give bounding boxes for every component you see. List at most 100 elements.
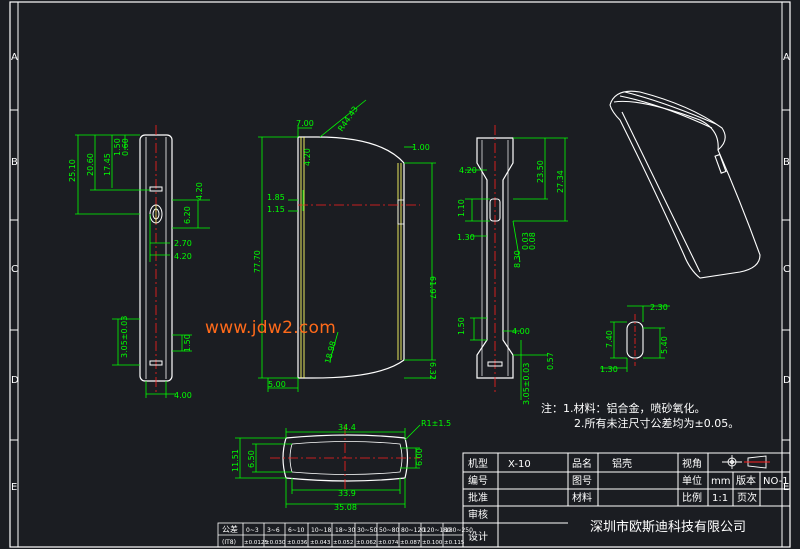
- tb-name-label: 品名: [572, 457, 592, 470]
- tol-sublabel: (IT8): [222, 539, 236, 546]
- slot-detail: 2.30 7.40 5.40 1.30: [600, 303, 670, 374]
- dim-1-30-detail: 1.30: [600, 365, 618, 374]
- title-block-text: 机型 X-10 品名 铝壳 视角 编号 图号 单位 mm 版本 NO-1 批准 …: [468, 457, 789, 543]
- isometric-top-edge: [613, 100, 719, 151]
- bottom-view-dim-lines: [235, 424, 421, 508]
- tb-drawing-label: 图号: [572, 475, 592, 487]
- tol-range: 120~180: [423, 527, 451, 534]
- bottom-view-inner: [289, 441, 403, 475]
- note-line-2: 2.所有未注尺寸公差均为±0.05。: [574, 417, 740, 430]
- front-view-outline: [297, 136, 405, 379]
- dim-7-40: 7.40: [605, 330, 614, 348]
- dim-0-57: 0.57: [546, 352, 555, 370]
- border-letter-a-right: A: [783, 52, 790, 63]
- dim-3-05-side: 3.05±0.03: [522, 363, 531, 405]
- tol-value: ±0.074: [378, 540, 399, 546]
- tol-value: ±0.030: [265, 540, 286, 546]
- left-view-slot-top: [149, 186, 163, 192]
- tb-material-label: 材料: [572, 491, 592, 504]
- dim-6-20: 6.20: [183, 206, 192, 224]
- dim-4-00: 4.00: [174, 391, 192, 400]
- border-letters-right: A B C D E: [783, 52, 791, 493]
- tb-company: 深圳市欧斯迪科技有限公司: [590, 519, 746, 535]
- border-letter-b-right: B: [783, 157, 790, 168]
- tol-range: 80~120: [401, 527, 425, 534]
- side-view-outline: [476, 137, 514, 379]
- left-view-slot-bottom: [149, 360, 163, 366]
- tb-review-label: 审核: [468, 508, 488, 521]
- tol-value: ±0.052: [333, 540, 353, 546]
- dim-4-20: 4.20: [174, 252, 192, 261]
- dim-r1: R1±1.5: [421, 419, 451, 428]
- dim-1-50-top: 1.50: [113, 138, 122, 156]
- side-view-slot: [489, 198, 501, 222]
- dim-6-32: 6.32: [428, 362, 437, 380]
- tol-value: ±0.115: [444, 540, 465, 546]
- frame-ticks: [10, 109, 790, 441]
- tol-range: 0~3: [246, 527, 259, 534]
- border-letter-d: D: [11, 375, 19, 386]
- tol-range: 6~10: [288, 527, 305, 534]
- front-view: 7.00 R44.43 1.00 4.20 1.85 1.15 77.70 61…: [253, 99, 437, 392]
- dim-4-20-side: 4.20: [459, 166, 477, 175]
- isometric-view: [609, 90, 761, 279]
- border-letter-e: E: [11, 482, 17, 493]
- dim-1-50-bottom: 1.50: [183, 334, 192, 352]
- tol-value: ±0.087: [400, 540, 421, 546]
- tb-name-value: 铝壳: [612, 457, 632, 470]
- isometric-side-edge: [621, 111, 701, 273]
- left-view-dim-lines: [75, 134, 210, 398]
- dim-1-10: 1.10: [457, 199, 466, 217]
- dim-2-30: 2.30: [650, 303, 668, 312]
- note-line-1: 注：1.材料：铝合金，喷砂氧化。: [541, 402, 706, 415]
- border-letter-c-right: C: [783, 264, 790, 275]
- tol-value: ±0.100: [422, 540, 443, 546]
- dim-23-50: 23.50: [536, 160, 545, 183]
- front-view-slot: [397, 199, 405, 225]
- tol-value: ±0.062: [356, 540, 376, 546]
- watermark: www.jdw2.com: [205, 318, 337, 338]
- dim-r44-43: R44.43: [336, 105, 360, 133]
- tol-label: 公差: [222, 524, 238, 534]
- dim-1-85: 1.85: [267, 193, 285, 202]
- left-view: 25.10 20.60 17.45 1.50 0.60 4.20 6.20 2.…: [68, 125, 210, 400]
- tolerance-table-text: 公差 (IT8) 0~3 3~6 6~10 10~18 18~30 30~50 …: [222, 524, 473, 546]
- tol-range: 50~80: [379, 527, 399, 534]
- dim-4-00-side: 4.00: [512, 327, 530, 336]
- dim-77-70: 77.70: [253, 250, 262, 273]
- dim-20-60: 20.60: [86, 153, 95, 176]
- tb-unit-value: mm: [711, 476, 730, 487]
- border-letters-left: A B C D E: [11, 52, 19, 493]
- dim-35-08: 35.08: [334, 503, 357, 512]
- tol-range: 180~250: [445, 527, 473, 534]
- dim-33-9: 33.9: [338, 489, 356, 498]
- isometric-inner-edge: [624, 91, 717, 125]
- drawing-frame: [9, 1, 791, 548]
- dim-11-51: 11.51: [231, 449, 240, 472]
- title-block-grid: [462, 452, 791, 548]
- tb-page-label: 页次: [737, 491, 757, 504]
- dim-25-10: 25.10: [68, 159, 77, 182]
- tb-model-value: X-10: [508, 459, 531, 470]
- dim-2-70: 2.70: [174, 239, 192, 248]
- tol-range: 3~6: [267, 527, 280, 534]
- dim-0-08: 0.08: [528, 232, 537, 250]
- dim-18-98: 18.98: [323, 340, 338, 364]
- isometric-slot: [714, 153, 727, 174]
- side-view-slot-bottom: [487, 361, 503, 367]
- dim-0-60: 0.60: [121, 138, 130, 156]
- border-letter-e-right: E: [783, 482, 789, 493]
- tol-range: 18~30: [335, 527, 355, 534]
- side-view-dim-lines: [465, 137, 568, 400]
- isometric-outline: [609, 90, 761, 279]
- border-letter-c: C: [11, 264, 18, 275]
- tol-value: ±0.0125: [244, 540, 268, 546]
- bottom-view: 34.4 R1±1.5 11.51 6.50 6.00 33.9 35.08: [231, 419, 451, 512]
- dim-61-97: 61.97: [428, 276, 437, 299]
- tol-range: 30~50: [357, 527, 377, 534]
- front-view-dim-lines: [258, 99, 436, 392]
- border-letter-d-right: D: [783, 375, 791, 386]
- slot-detail-dim-lines: [600, 305, 670, 372]
- dim-3-05: 3.05±0.03: [120, 316, 129, 358]
- tb-scale-value: 1:1: [712, 493, 728, 504]
